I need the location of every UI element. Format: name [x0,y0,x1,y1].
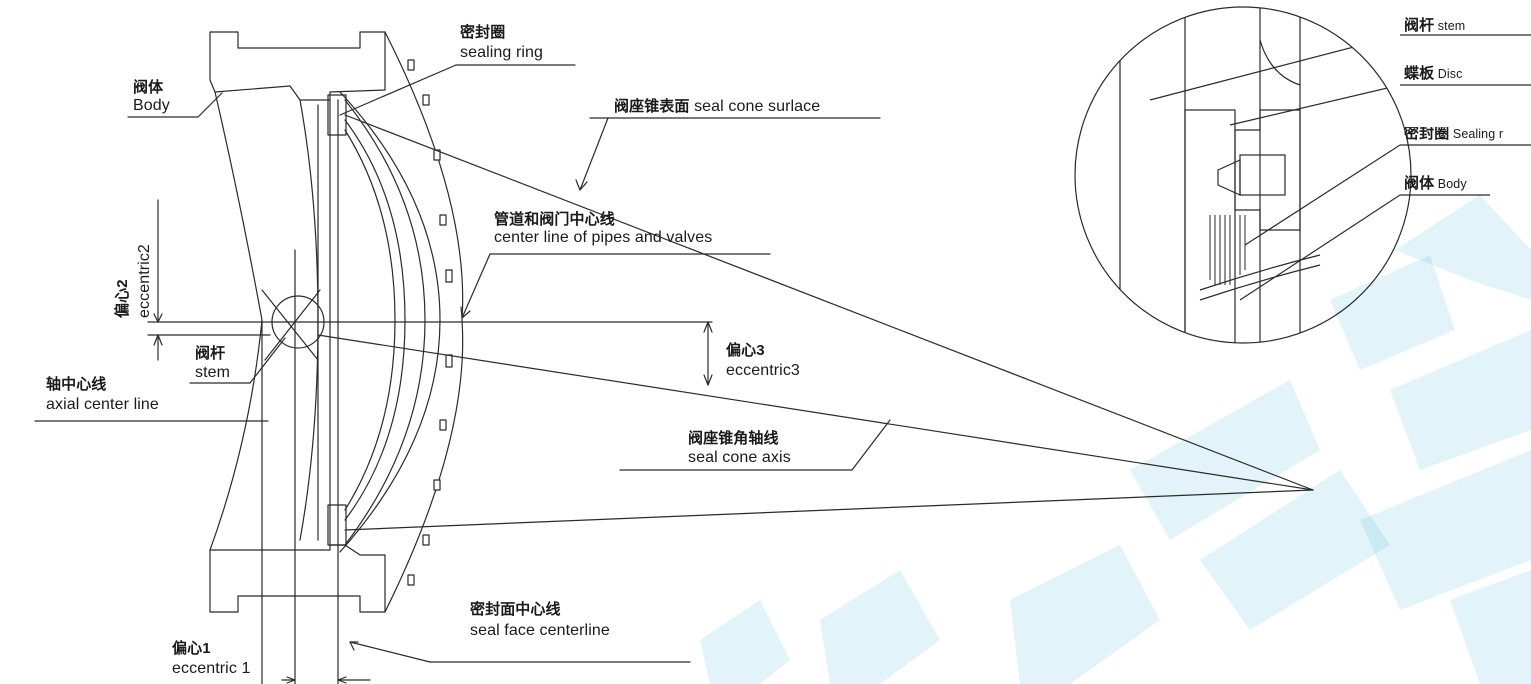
right-flange-outer [384,31,464,613]
sealing-ring-label-zh: 密封圈 [460,24,506,41]
body-label-en: Body [133,97,170,114]
eccentric2-label-zh: 偏心2 [114,279,131,318]
axial-center-line-label-zh: 轴中心线 [46,376,107,393]
detail-body-label-en: Body [1437,177,1467,191]
center-line-label-zh: 管道和阀门中心线 [494,211,615,228]
seal-cone-line-top [344,114,1314,491]
seal-cone-surface-label-en: seal cone surlace [694,98,821,115]
detail-stem-label-en: stem [1437,19,1466,33]
eccentric3-label-zh: 偏心3 [726,342,765,359]
body-label-zh: 阀体 [133,79,164,96]
seal-face-centerline-label-en: seal face centerline [470,622,610,639]
eccentric2-label-en: eccentric2 [136,244,153,318]
disc-face [344,119,406,521]
center-line-label-en: center line of pipes and valves [494,229,713,246]
seal-cone-line-mid [317,334,1314,491]
detail-body-label: 阀体 Body [1404,175,1467,192]
sealing-ring-bottom [327,504,347,546]
eccentric1-label-zh: 偏心1 [172,640,211,657]
detail-circle [1074,6,1412,344]
eccentric2-label: 偏心2 eccentric2 [112,244,156,318]
detail-stem-label: 阀杆 stem [1404,17,1466,34]
detail-stem-label-zh: 阀杆 [1404,17,1435,34]
detail-disc-label-zh: 蝶板 [1404,65,1435,82]
stem-label-zh: 阀杆 [195,345,226,362]
axial-center-line-label-en: axial center line [46,396,159,413]
detail-sealing-label-zh: 密封圈 [1404,127,1450,141]
eccentric3-label-en: eccentric3 [726,362,800,379]
detail-disc-label: 蝶板 Disc [1404,65,1463,82]
seal-face-centerline-label-zh: 密封面中心线 [470,601,561,618]
body-top-flange [209,31,386,101]
sealing-ring-label-en: sealing ring [460,44,544,61]
seal-cone-axis-label-en: seal cone axis [688,449,791,466]
detail-sealing-label: 密封圈 Sealing r [1404,127,1531,141]
detail-body-label-zh: 阀体 [1404,175,1435,192]
seal-cone-surface-label: 阀座锥表面 seal cone surlace [614,98,820,116]
detail-sealing-label-en: Sealing r [1452,127,1504,141]
seal-cone-line-bottom [344,489,1314,531]
stem-label-en: stem [195,364,231,381]
eccentric1-label-en: eccentric 1 [172,660,251,677]
detail-disc-label-en: Disc [1437,67,1463,81]
seal-cone-surface-label-zh: 阀座锥表面 [614,98,690,115]
seal-cone-axis-label-zh: 阀座锥角轴线 [688,430,779,447]
